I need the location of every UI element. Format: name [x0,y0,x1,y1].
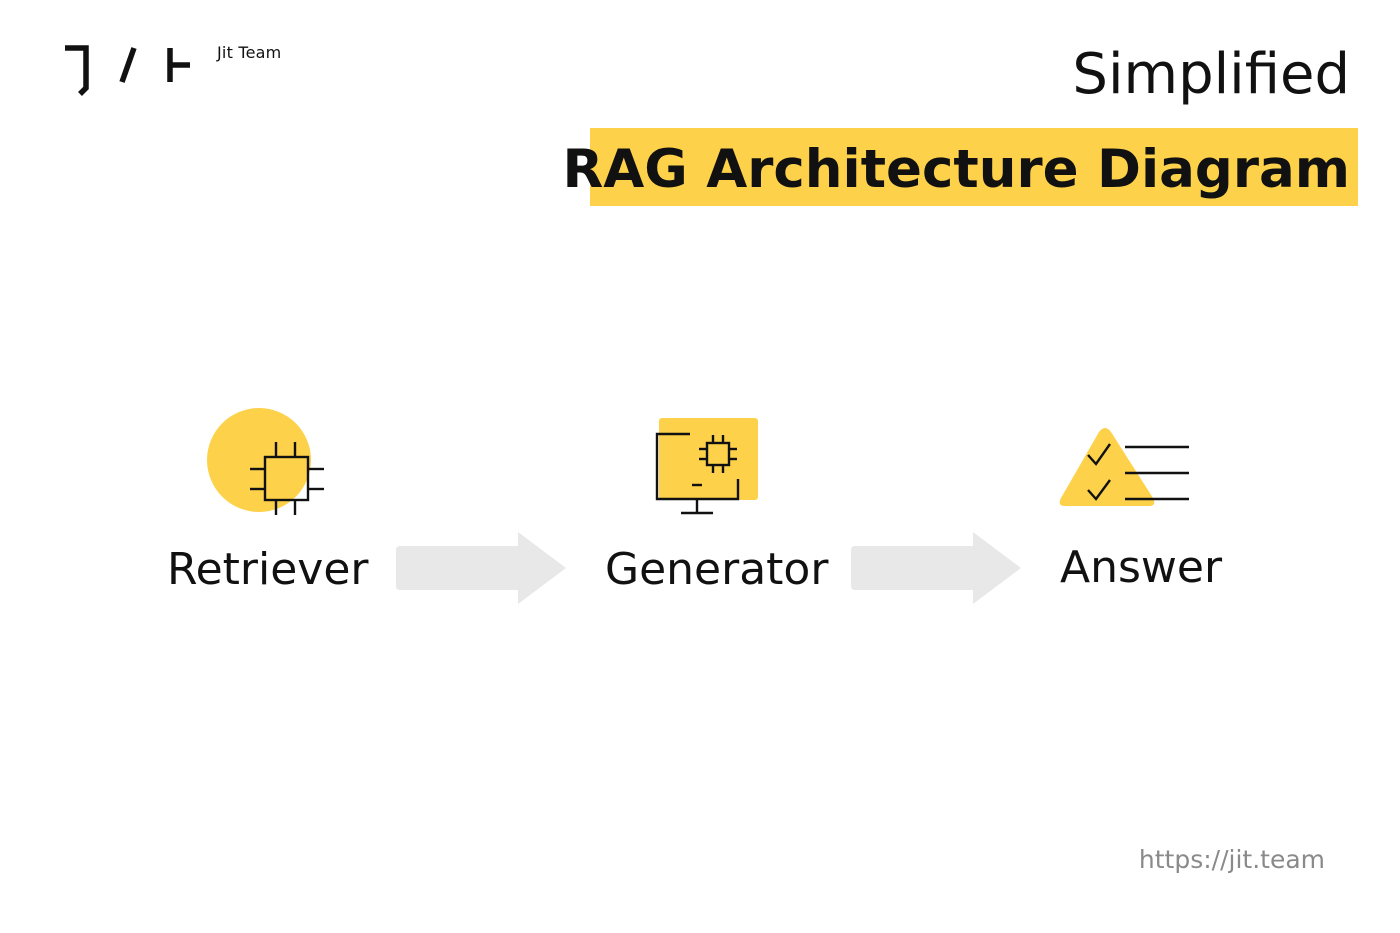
title-highlight [590,128,1358,206]
stage-label-generator: Generator [605,544,829,595]
arrow-right-icon [851,532,1021,604]
cpu-chip-icon [207,408,324,515]
monitor-chip-icon [655,418,758,515]
stage-label-retriever: Retriever [167,544,369,595]
page-subtitle: Simplified [1072,42,1350,107]
footer-url[interactable]: https://jit.team [1138,845,1325,874]
jit-logo-icon [65,45,190,96]
checklist-icon [1059,428,1189,506]
stage-label-answer: Answer [1060,542,1223,593]
brand-name: Jit Team [217,43,282,62]
page-title: RAG Architecture Diagram [562,139,1350,200]
arrow-right-icon [396,532,566,604]
